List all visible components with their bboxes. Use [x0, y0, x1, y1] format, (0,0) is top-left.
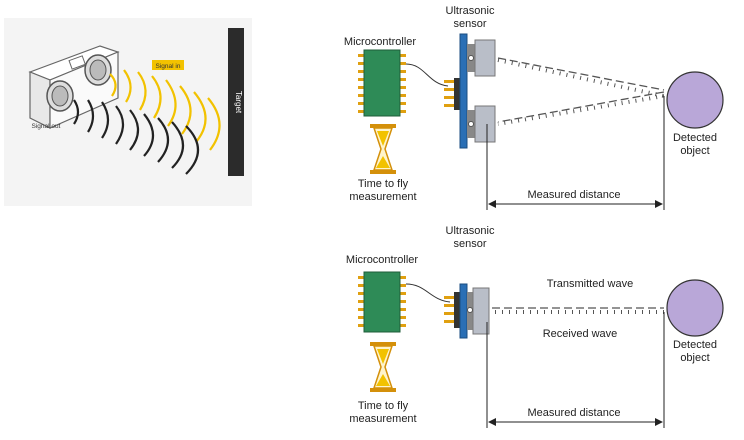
top-wire [405, 63, 449, 87]
bottom-hourglass-icon [370, 342, 396, 392]
top-timer-label-1: Time to fly [358, 178, 409, 190]
bottom-timer-label-1: Time to fly [358, 400, 409, 412]
top-timer-label-2: measurement [349, 191, 416, 203]
bottom-microcontroller-chip [358, 271, 406, 333]
top-microcontroller-chip [358, 49, 406, 117]
sensor-module-illustration [28, 45, 120, 129]
bottom-object-label-2: object [680, 352, 709, 364]
top-sensor-label-1: Ultrasonic [446, 5, 495, 17]
bottom-sensor-label-1: Ultrasonic [446, 225, 495, 237]
bottom-sensor-board [444, 283, 468, 339]
received-wave-label: Received wave [543, 328, 618, 340]
bottom-sensor-label-2: sensor [453, 238, 486, 250]
photo-panel: Target Signal in Signal out [4, 18, 252, 206]
bottom-detected-object [666, 279, 724, 337]
top-hourglass-icon [370, 124, 396, 174]
bottom-transducer [467, 287, 490, 335]
top-sensor-label-2: sensor [453, 18, 486, 30]
signal-in-label: Signal in [156, 63, 181, 70]
bottom-distance-label: Measured distance [528, 407, 621, 419]
bottom-timer-label-2: measurement [349, 413, 416, 425]
top-detected-object [666, 71, 724, 129]
top-sensor-board [444, 33, 468, 149]
top-microcontroller-label: Microcontroller [344, 36, 416, 48]
top-object-label-1: Detected [673, 132, 717, 144]
top-transducer-receive [467, 105, 496, 143]
top-transducer-transmit [467, 39, 496, 77]
signal-waves [73, 69, 221, 175]
target-label: Target [234, 91, 243, 114]
signal-out-label: Signal out [32, 123, 61, 130]
bottom-wire [405, 283, 451, 303]
bottom-microcontroller-label: Microcontroller [346, 254, 418, 266]
bottom-wave-beams [492, 307, 664, 314]
target-wall [228, 28, 244, 176]
signal-in-tag [152, 60, 184, 70]
transmitted-wave-label: Transmitted wave [547, 278, 633, 290]
top-wave-beams [497, 57, 665, 126]
top-diagram: Ultrasonic sensor Microcontroller Time t… [344, 5, 724, 210]
top-object-label-2: object [680, 145, 709, 157]
bottom-object-label-1: Detected [673, 339, 717, 351]
top-distance-label: Measured distance [528, 189, 621, 201]
bottom-diagram: Ultrasonic sensor Microcontroller Time t… [346, 225, 724, 428]
